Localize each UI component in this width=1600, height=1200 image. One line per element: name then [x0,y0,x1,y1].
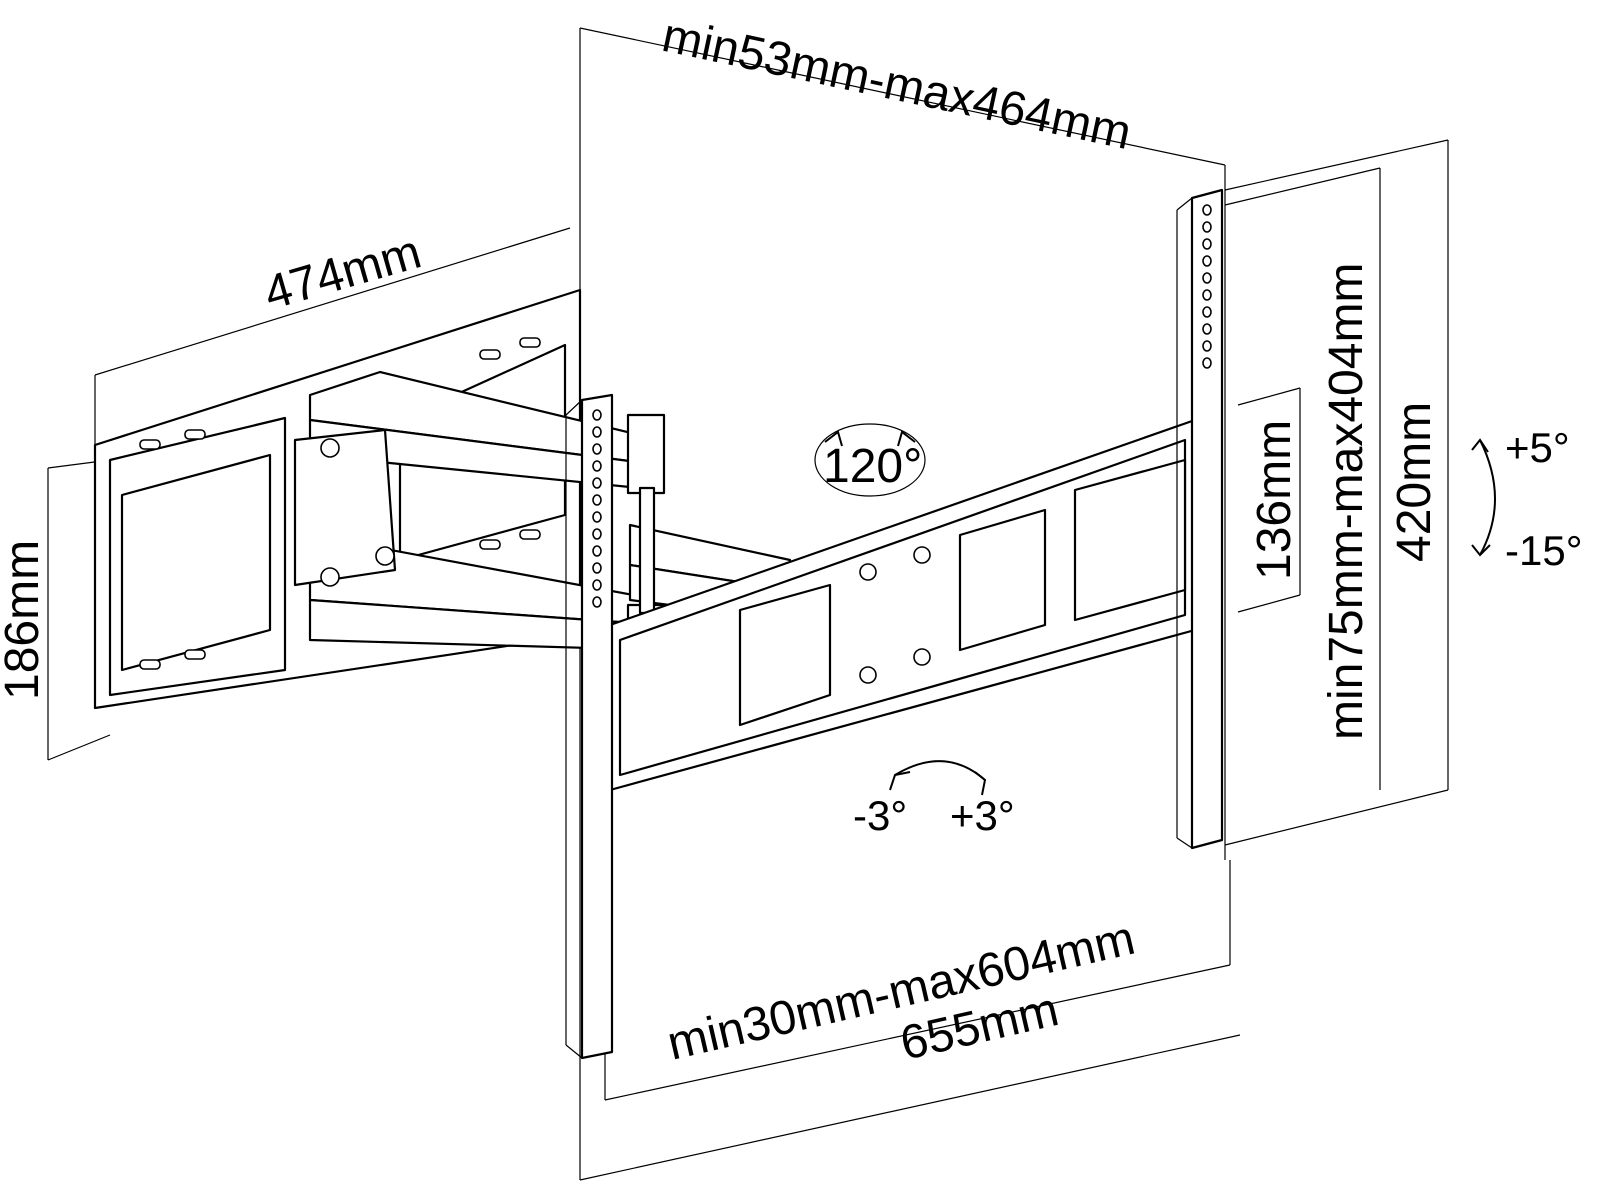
tilt-down-arrow-icon [1471,544,1491,557]
rail-hole [592,409,602,421]
swivel-ellipse [814,423,926,497]
left-rail-holes [592,409,602,608]
horizontal-tv-bar [608,418,1197,792]
tilt-arc [1479,439,1496,556]
label-tv-plate-height: 420mm [1388,402,1441,562]
rail-hole [592,579,602,591]
rail-hole [1202,255,1212,267]
rotate-right-arrow-icon [974,771,987,796]
rotate-arc [894,760,986,781]
label-tilt-up: +5° [1505,424,1570,471]
swivel-arrow-right-icon [897,430,916,447]
label-wall-plate-height: 186mm [0,540,49,700]
rotate-left-arrow-icon [889,771,911,791]
rail-hole [592,562,602,574]
dimension-lines [47,27,1449,1181]
rail-hole [592,494,602,506]
right-rail-holes [1202,204,1212,369]
label-swivel: 120° [823,440,922,493]
rail-hole [1202,306,1212,318]
label-vesa-vertical-range: min75mm-max404mm [1320,263,1373,740]
tilt-up-arrow-icon [1471,438,1489,453]
rail-hole [1202,289,1212,301]
rail-hole [592,596,602,608]
rail-hole [1202,204,1212,216]
label-vesa-vertical-inner: 136mm [1248,420,1301,580]
label-wall-plate-width: 474mm [258,226,426,321]
label-tilt-down: -15° [1505,527,1583,574]
rail-hole [592,426,602,438]
label-rotate-right: +3° [950,792,1015,839]
rail-hole [1202,357,1212,369]
rail-hole [592,511,602,523]
rail-hole [1202,323,1212,335]
label-top-width: min53mm-max464mm [658,9,1136,160]
swivel-arrow-left-icon [824,430,843,447]
rail-hole [1202,221,1212,233]
rail-hole [1202,238,1212,250]
rail-hole [592,528,602,540]
rail-hole [592,443,602,455]
vertical-tv-rails [565,188,1224,1060]
rail-hole [592,477,602,489]
rail-hole [592,545,602,557]
rail-hole [1202,340,1212,352]
rotation-arrows [814,423,1496,796]
rail-hole [1202,272,1212,284]
label-rotate-left: -3° [853,792,907,839]
rail-hole [592,460,602,472]
